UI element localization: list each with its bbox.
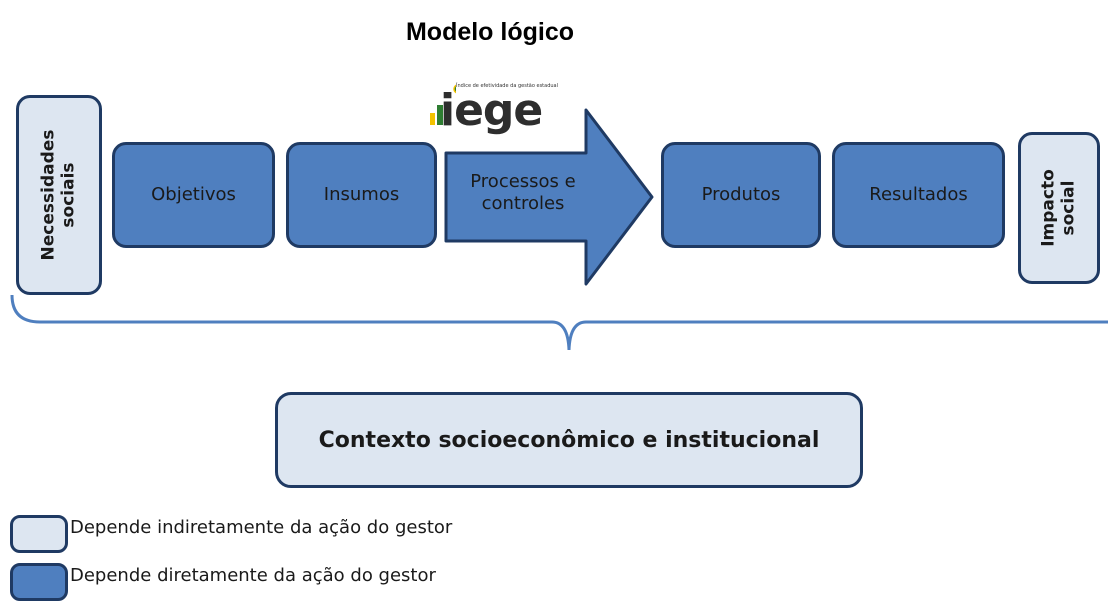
legend-direct: Depende diretamente da ação do gestor — [10, 563, 436, 601]
iege-logo: Índice de efetividade da gestão estadual… — [420, 83, 590, 133]
legend-indirect-swatch — [10, 515, 68, 553]
produtos-box: Produtos — [661, 142, 821, 248]
necessidades-sociais-box: Necessidades sociais — [16, 95, 102, 295]
objetivos-box: Objetivos — [112, 142, 275, 248]
impacto-social-label: Impacto social — [1038, 169, 1078, 247]
insumos-label: Insumos — [323, 183, 400, 205]
impacto-line1: Impacto — [1038, 169, 1059, 247]
diagram-title: Modelo lógico — [405, 18, 575, 46]
arrow-label-line2: controles — [481, 192, 565, 214]
logo-emblem-icon — [430, 84, 456, 125]
context-label: Contexto socioeconômico e institucional — [318, 427, 820, 453]
necessidades-sociais-label: Necessidades sociais — [38, 129, 78, 261]
arrow-label-line1: Processos e — [470, 171, 576, 192]
produtos-label: Produtos — [701, 183, 781, 205]
logo-wordmark: iege — [440, 85, 543, 136]
legend-indirect: Depende indiretamente da ação do gestor — [10, 515, 452, 553]
resultados-label: Resultados — [869, 183, 968, 205]
legend-direct-swatch — [10, 563, 68, 601]
logo-subtitle: Índice de efetividade da gestão estadual — [456, 83, 559, 89]
arrow-label: Processos e controles — [448, 171, 598, 214]
insumos-box: Insumos — [286, 142, 437, 248]
context-box: Contexto socioeconômico e institucional — [275, 392, 863, 488]
resultados-box: Resultados — [832, 142, 1005, 248]
context-brace — [10, 294, 1108, 351]
necessidades-line2: sociais — [58, 162, 78, 228]
impacto-line2: social — [1058, 180, 1078, 236]
legend-direct-label: Depende diretamente da ação do gestor — [70, 564, 436, 586]
legend-indirect-label: Depende indiretamente da ação do gestor — [70, 516, 453, 538]
necessidades-line1: Necessidades — [38, 129, 59, 261]
impacto-social-box: Impacto social — [1018, 132, 1100, 284]
objetivos-label: Objetivos — [151, 183, 236, 205]
process-arrow — [444, 108, 654, 286]
